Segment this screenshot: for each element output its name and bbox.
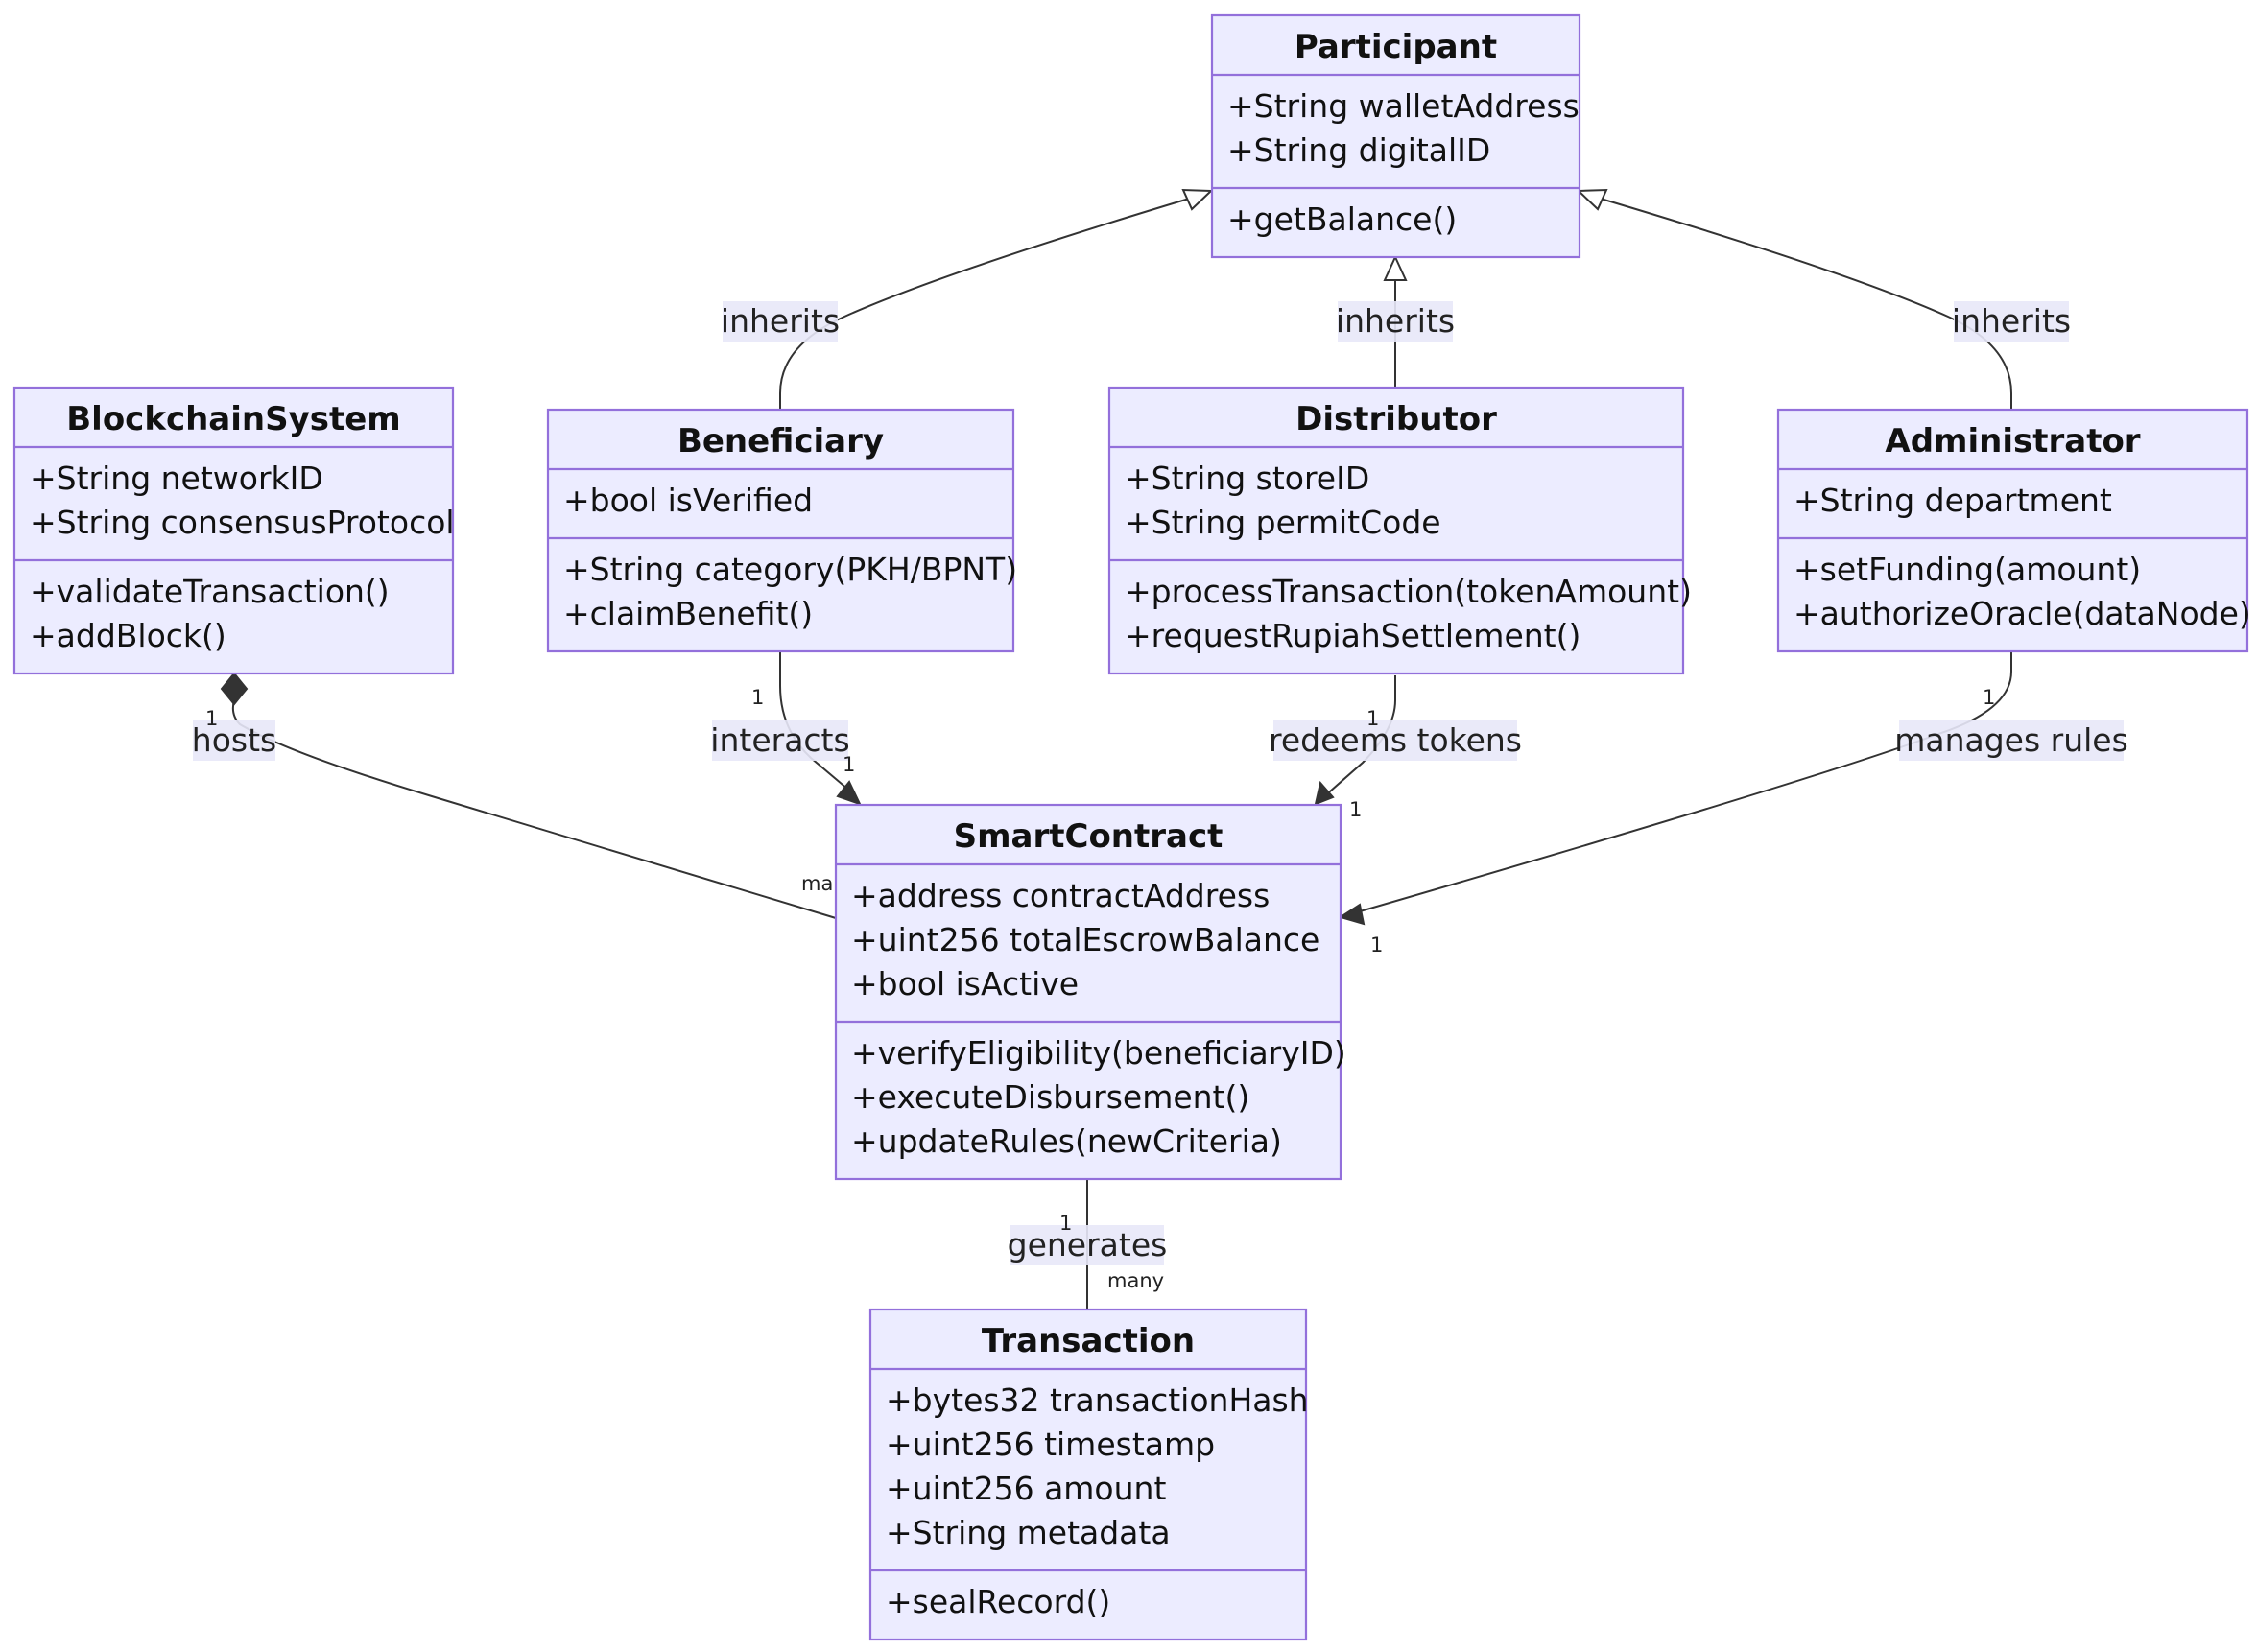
edge-label-generates: generates [1008,1226,1168,1263]
class-attribute: +bytes32 transactionHash [886,1381,1309,1419]
class-method: +requestRupiahSettlement() [1125,617,1580,654]
class-name: Participant [1295,28,1497,66]
cardinality-generates-to: many [1107,1269,1164,1292]
class-box [1107,386,1685,675]
class-attribute: +bool isActive [851,965,1079,1003]
inheritance-arrowhead [1576,188,1608,211]
class-transaction: Transaction +bytes32 transactionHash +uint… [868,1308,1309,1641]
cardinality-interacts-to: 1 [843,753,855,776]
class-attribute: +String walletAddress [1227,87,1580,125]
class-administrator: Administrator +String department +setFundi… [1776,408,2251,653]
class-name: SmartContract [954,817,1224,856]
cardinality-manages-to: 1 [1370,933,1383,956]
class-method: +sealRecord() [886,1583,1110,1620]
edge-inherits-administrator [1600,198,2012,410]
class-attribute: +uint256 amount [886,1470,1166,1507]
edge-labels: inherits inherits inherits hosts interac… [192,301,2128,1265]
class-beneficiary: Beneficiary +bool isVerified +String categ… [546,408,1017,653]
edge-label-inherits: inherits [1336,302,1455,340]
cardinality-manages-from: 1 [1983,686,1995,709]
class-method: +updateRules(newCriteria) [851,1122,1282,1160]
class-name: Beneficiary [677,422,884,460]
composition-diamond [220,672,249,706]
edge-label-redeems-tokens: redeems tokens [1269,721,1522,759]
cardinality-interacts-from: 1 [751,686,764,709]
cardinality-redeems-from: 1 [1366,707,1379,730]
class-method: +addBlock() [30,617,226,654]
cardinalities: 1 many 1 1 1 1 1 1 1 many [205,686,1995,1292]
edge-label-hosts: hosts [192,721,276,759]
class-method: +processTransaction(tokenAmount) [1125,573,1692,610]
edge-inherits-beneficiary [779,198,1190,410]
class-box [1210,13,1581,259]
class-name: BlockchainSystem [66,400,400,438]
class-attribute: +uint256 timestamp [886,1426,1215,1463]
class-attribute: +String metadata [886,1514,1171,1551]
class-method: +validateTransaction() [30,573,390,610]
class-name: Distributor [1295,400,1497,438]
class-attribute: +String permitCode [1125,504,1441,541]
inheritance-arrowhead [1383,254,1408,281]
class-box [546,408,1015,653]
class-method: +authorizeOracle(dataNode) [1794,595,2251,632]
association-arrowhead [1338,903,1366,926]
association-arrowhead [836,780,862,806]
class-method: +getBalance() [1227,201,1457,238]
class-name: Transaction [982,1322,1195,1360]
class-attribute: +uint256 totalEscrowBalance [851,921,1319,958]
class-attribute: +String networkID [30,460,323,497]
class-participant: Participant +String walletAddress +String … [1210,13,1581,259]
class-method: +String category(PKH/BPNT) [563,551,1017,588]
inheritance-arrowhead [1181,188,1214,211]
cardinality-generates-from: 1 [1059,1212,1072,1235]
class-name: Administrator [1885,422,2140,460]
class-box [1776,408,2249,653]
edge-label-inherits: inherits [1952,302,2071,340]
classes: Participant +String walletAddress +String … [12,13,2251,1641]
edge-manages [1342,652,2012,917]
class-attribute: +String storeID [1125,460,1369,497]
class-method: +executeDisbursement() [851,1078,1249,1116]
class-attribute: +String consensusProtocol [30,504,455,541]
class-box [834,803,1342,1181]
cardinality-hosts-from: 1 [205,707,218,730]
cardinality-redeems-to: 1 [1349,798,1362,821]
edge-label-manages-rules: manages rules [1894,721,2128,759]
association-arrowhead [1314,780,1335,806]
class-method: +verifyEligibility(beneficiaryID) [851,1034,1346,1072]
edge-label-inherits: inherits [721,302,840,340]
class-method: +claimBenefit() [563,595,813,632]
class-smartcontract: SmartContract +address contractAddress +ui… [834,803,1346,1181]
edge-label-interacts: interacts [710,721,849,759]
class-attribute: +String digitalID [1227,131,1490,169]
class-method: +setFunding(amount) [1794,551,2141,588]
class-box [12,386,455,675]
class-attribute: +bool isVerified [563,482,813,519]
class-box [868,1308,1308,1641]
class-attribute: +String department [1794,482,2112,519]
class-blockchain: BlockchainSystem +String networkID +String… [12,386,455,675]
class-distributor: Distributor +String storeID +String permit… [1107,386,1692,675]
class-attribute: +address contractAddress [851,877,1270,914]
